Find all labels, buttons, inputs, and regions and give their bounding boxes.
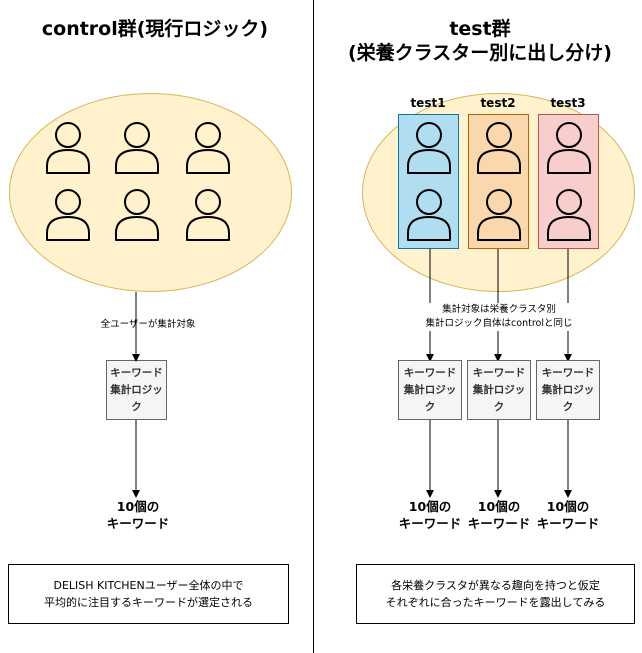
- user-icon: [544, 187, 594, 243]
- panel-divider: [313, 0, 314, 653]
- edge-label-line2: 集計ロジック自体はcontrolと同じ: [425, 318, 573, 329]
- user-icon: [544, 120, 594, 176]
- result-line2: キーワード: [398, 516, 462, 531]
- test2-label: test2: [480, 96, 516, 110]
- user-icon: [404, 187, 454, 243]
- user-icon: [404, 120, 454, 176]
- logic-box-line2: 集計ロジック: [541, 383, 595, 413]
- logic-box-line2: 集計ロジック: [472, 383, 526, 413]
- result-line1: 10個の: [116, 499, 160, 514]
- control-group-title: control群(現行ロジック): [41, 18, 269, 40]
- test-note-box: 各栄養クラスタが異なる趣向を持つと仮定 それぞれに合ったキーワードを露出してみる: [356, 564, 635, 624]
- user-icon: [112, 187, 162, 243]
- test2-logic-box: キーワード 集計ロジック: [467, 360, 531, 420]
- logic-box-line1: キーワード: [110, 366, 163, 379]
- note-line1: DELISH KITCHENユーザー全体の中で: [53, 579, 244, 592]
- control-note-box: DELISH KITCHENユーザー全体の中で 平均的に注目するキーワードが選定…: [8, 564, 289, 624]
- control-edge-label: 全ユーザーが集計対象: [76, 318, 220, 332]
- user-icon: [474, 187, 524, 243]
- test3-result: 10個の キーワード: [527, 498, 609, 532]
- test3-logic-box: キーワード 集計ロジック: [536, 360, 600, 420]
- test-edge-label: 集計対象は栄養クラスタ別 集計ロジック自体はcontrolと同じ: [404, 303, 594, 331]
- logic-box-line1: キーワード: [472, 366, 526, 379]
- test3-label: test3: [550, 96, 586, 110]
- logic-box-line1: キーワード: [403, 366, 457, 379]
- control-user-ellipse: [9, 93, 292, 292]
- edge-label-line1: 集計対象は栄養クラスタ別: [442, 304, 556, 315]
- test-title-line1: test群: [449, 18, 511, 40]
- user-icon: [183, 120, 233, 176]
- test-title-line2: (栄養クラスター別に出し分け): [348, 42, 612, 64]
- user-icon: [112, 120, 162, 176]
- test1-result: 10個の キーワード: [389, 498, 471, 532]
- result-line1: 10個の: [408, 499, 452, 514]
- result-line2: キーワード: [467, 516, 531, 531]
- control-logic-box: キーワード 集計ロジック: [106, 360, 167, 420]
- user-icon: [474, 120, 524, 176]
- note-line2: それぞれに合ったキーワードを露出してみる: [385, 596, 606, 609]
- test1-logic-box: キーワード 集計ロジック: [398, 360, 462, 420]
- test-group-title: test群 (栄養クラスター別に出し分け): [330, 17, 630, 65]
- logic-box-line1: キーワード: [541, 366, 595, 379]
- test1-label: test1: [410, 96, 446, 110]
- result-line2: キーワード: [536, 516, 600, 531]
- note-line1: 各栄養クラスタが異なる趣向を持つと仮定: [391, 579, 600, 592]
- logic-box-line2: 集計ロジック: [403, 383, 457, 413]
- note-line2: 平均的に注目するキーワードが選定される: [44, 596, 253, 609]
- result-line1: 10個の: [477, 499, 521, 514]
- user-icon: [43, 187, 93, 243]
- logic-box-line2: 集計ロジック: [110, 383, 163, 413]
- control-result: 10個の キーワード: [96, 498, 180, 532]
- user-icon: [43, 120, 93, 176]
- user-icon: [183, 187, 233, 243]
- result-line2: キーワード: [106, 516, 170, 531]
- result-line1: 10個の: [546, 499, 590, 514]
- test2-result: 10個の キーワード: [458, 498, 540, 532]
